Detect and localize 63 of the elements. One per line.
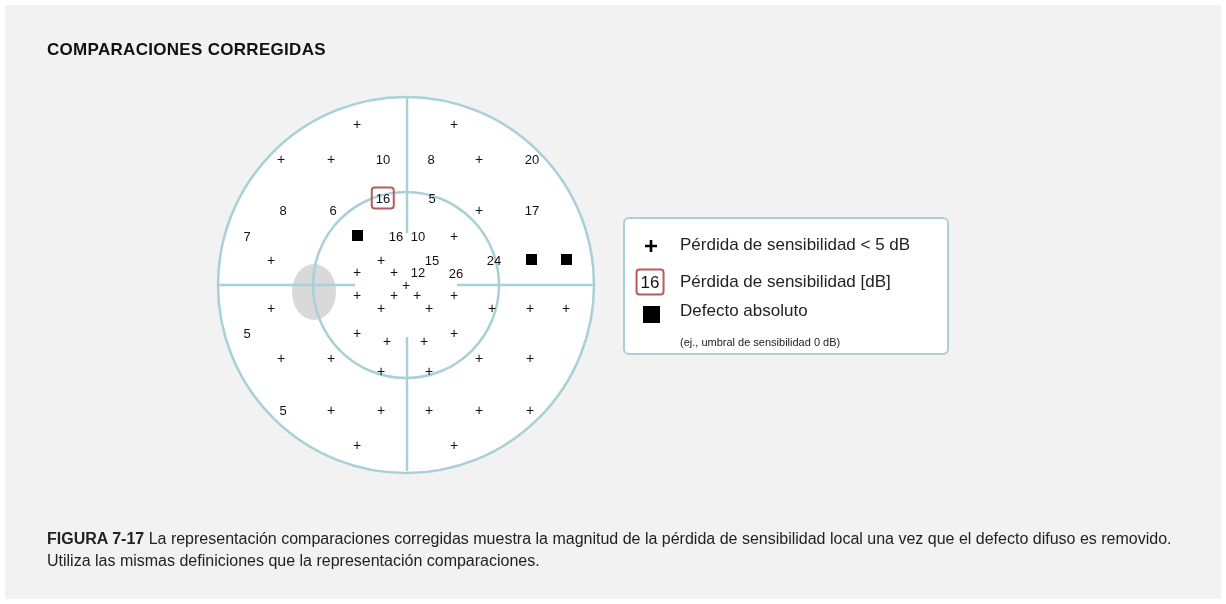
plus-sign: + <box>449 287 459 303</box>
sensitivity-value: 24 <box>486 252 502 268</box>
plus-sign: + <box>525 300 535 316</box>
plus-sign: + <box>449 228 459 244</box>
sensitivity-value: 16 <box>388 228 404 244</box>
plus-sign: + <box>412 287 422 303</box>
plus-sign: + <box>424 300 434 316</box>
plus-sign: + <box>449 116 459 132</box>
plus-sign: + <box>419 333 429 349</box>
plus-sign: + <box>276 350 286 366</box>
plus-sign: + <box>376 252 386 268</box>
plus-sign: + <box>376 300 386 316</box>
plus-sign: + <box>382 333 392 349</box>
plus-sign: + <box>525 350 535 366</box>
sensitivity-value: 6 <box>329 202 337 218</box>
sensitivity-value: 26 <box>448 265 464 281</box>
plus-sign: + <box>525 402 535 418</box>
legend-label: Pérdida de sensibilidad < 5 dB <box>680 235 911 255</box>
sensitivity-value: 12 <box>410 264 426 280</box>
plus-sign: + <box>352 264 362 280</box>
plus-sign: + <box>474 402 484 418</box>
plus-sign: + <box>474 202 484 218</box>
plus-sign: + <box>352 325 362 341</box>
sensitivity-value: 15 <box>424 252 440 268</box>
plus-sign: + <box>326 151 336 167</box>
plus-sign: + <box>474 350 484 366</box>
sensitivity-value: 8 <box>427 151 435 167</box>
plus-sign: + <box>449 325 459 341</box>
sensitivity-value: 20 <box>524 151 540 167</box>
figure-caption: FIGURA 7-17 La representación comparaciones corregidas muestra la magnitud de la pérdida de sensibilidad local una vez que el defecto difuso es removido. Utiliza las mismas definiciones que la representación comparaciones. <box>47 529 1173 571</box>
diagram-title: COMPARACIONES CORREGIDAS <box>47 40 326 60</box>
sensitivity-value: 10 <box>375 151 391 167</box>
sensitivity-value: 5 <box>243 325 251 341</box>
highlighted-value: 16 <box>635 268 665 296</box>
plus-sign: + <box>401 277 411 293</box>
plus-sign: + <box>424 363 434 379</box>
plus-sign: + <box>276 151 286 167</box>
plus-sign: + <box>266 252 276 268</box>
plus-sign: + <box>561 300 571 316</box>
sensitivity-value: 10 <box>410 228 426 244</box>
sensitivity-value: 17 <box>524 202 540 218</box>
plus-sign: + <box>424 402 434 418</box>
plus-sign: + <box>389 287 399 303</box>
plus-sign: + <box>474 151 484 167</box>
plus-sign: + <box>326 402 336 418</box>
legend-note: (ej., umbral de sensibilidad 0 dB) <box>680 336 841 348</box>
plus-sign: + <box>449 437 459 453</box>
plus-sign: + <box>376 363 386 379</box>
plus-sign: + <box>376 402 386 418</box>
plus-sign: + <box>389 264 399 280</box>
plus-sign: + <box>352 437 362 453</box>
sensitivity-value: 5 <box>279 402 287 418</box>
plus-sign: + <box>326 350 336 366</box>
sensitivity-value: 5 <box>428 190 436 206</box>
legend-label: Defecto absoluto <box>680 301 808 321</box>
plus-sign: + <box>487 300 497 316</box>
plus-sign: + <box>352 287 362 303</box>
legend-label: Pérdida de sensibilidad [dB] <box>680 272 891 292</box>
plus-sign: + <box>266 300 276 316</box>
plus-sign: + <box>352 116 362 132</box>
highlighted-value: 16 <box>370 186 396 210</box>
sensitivity-value: 7 <box>243 228 251 244</box>
sensitivity-value: 8 <box>279 202 287 218</box>
